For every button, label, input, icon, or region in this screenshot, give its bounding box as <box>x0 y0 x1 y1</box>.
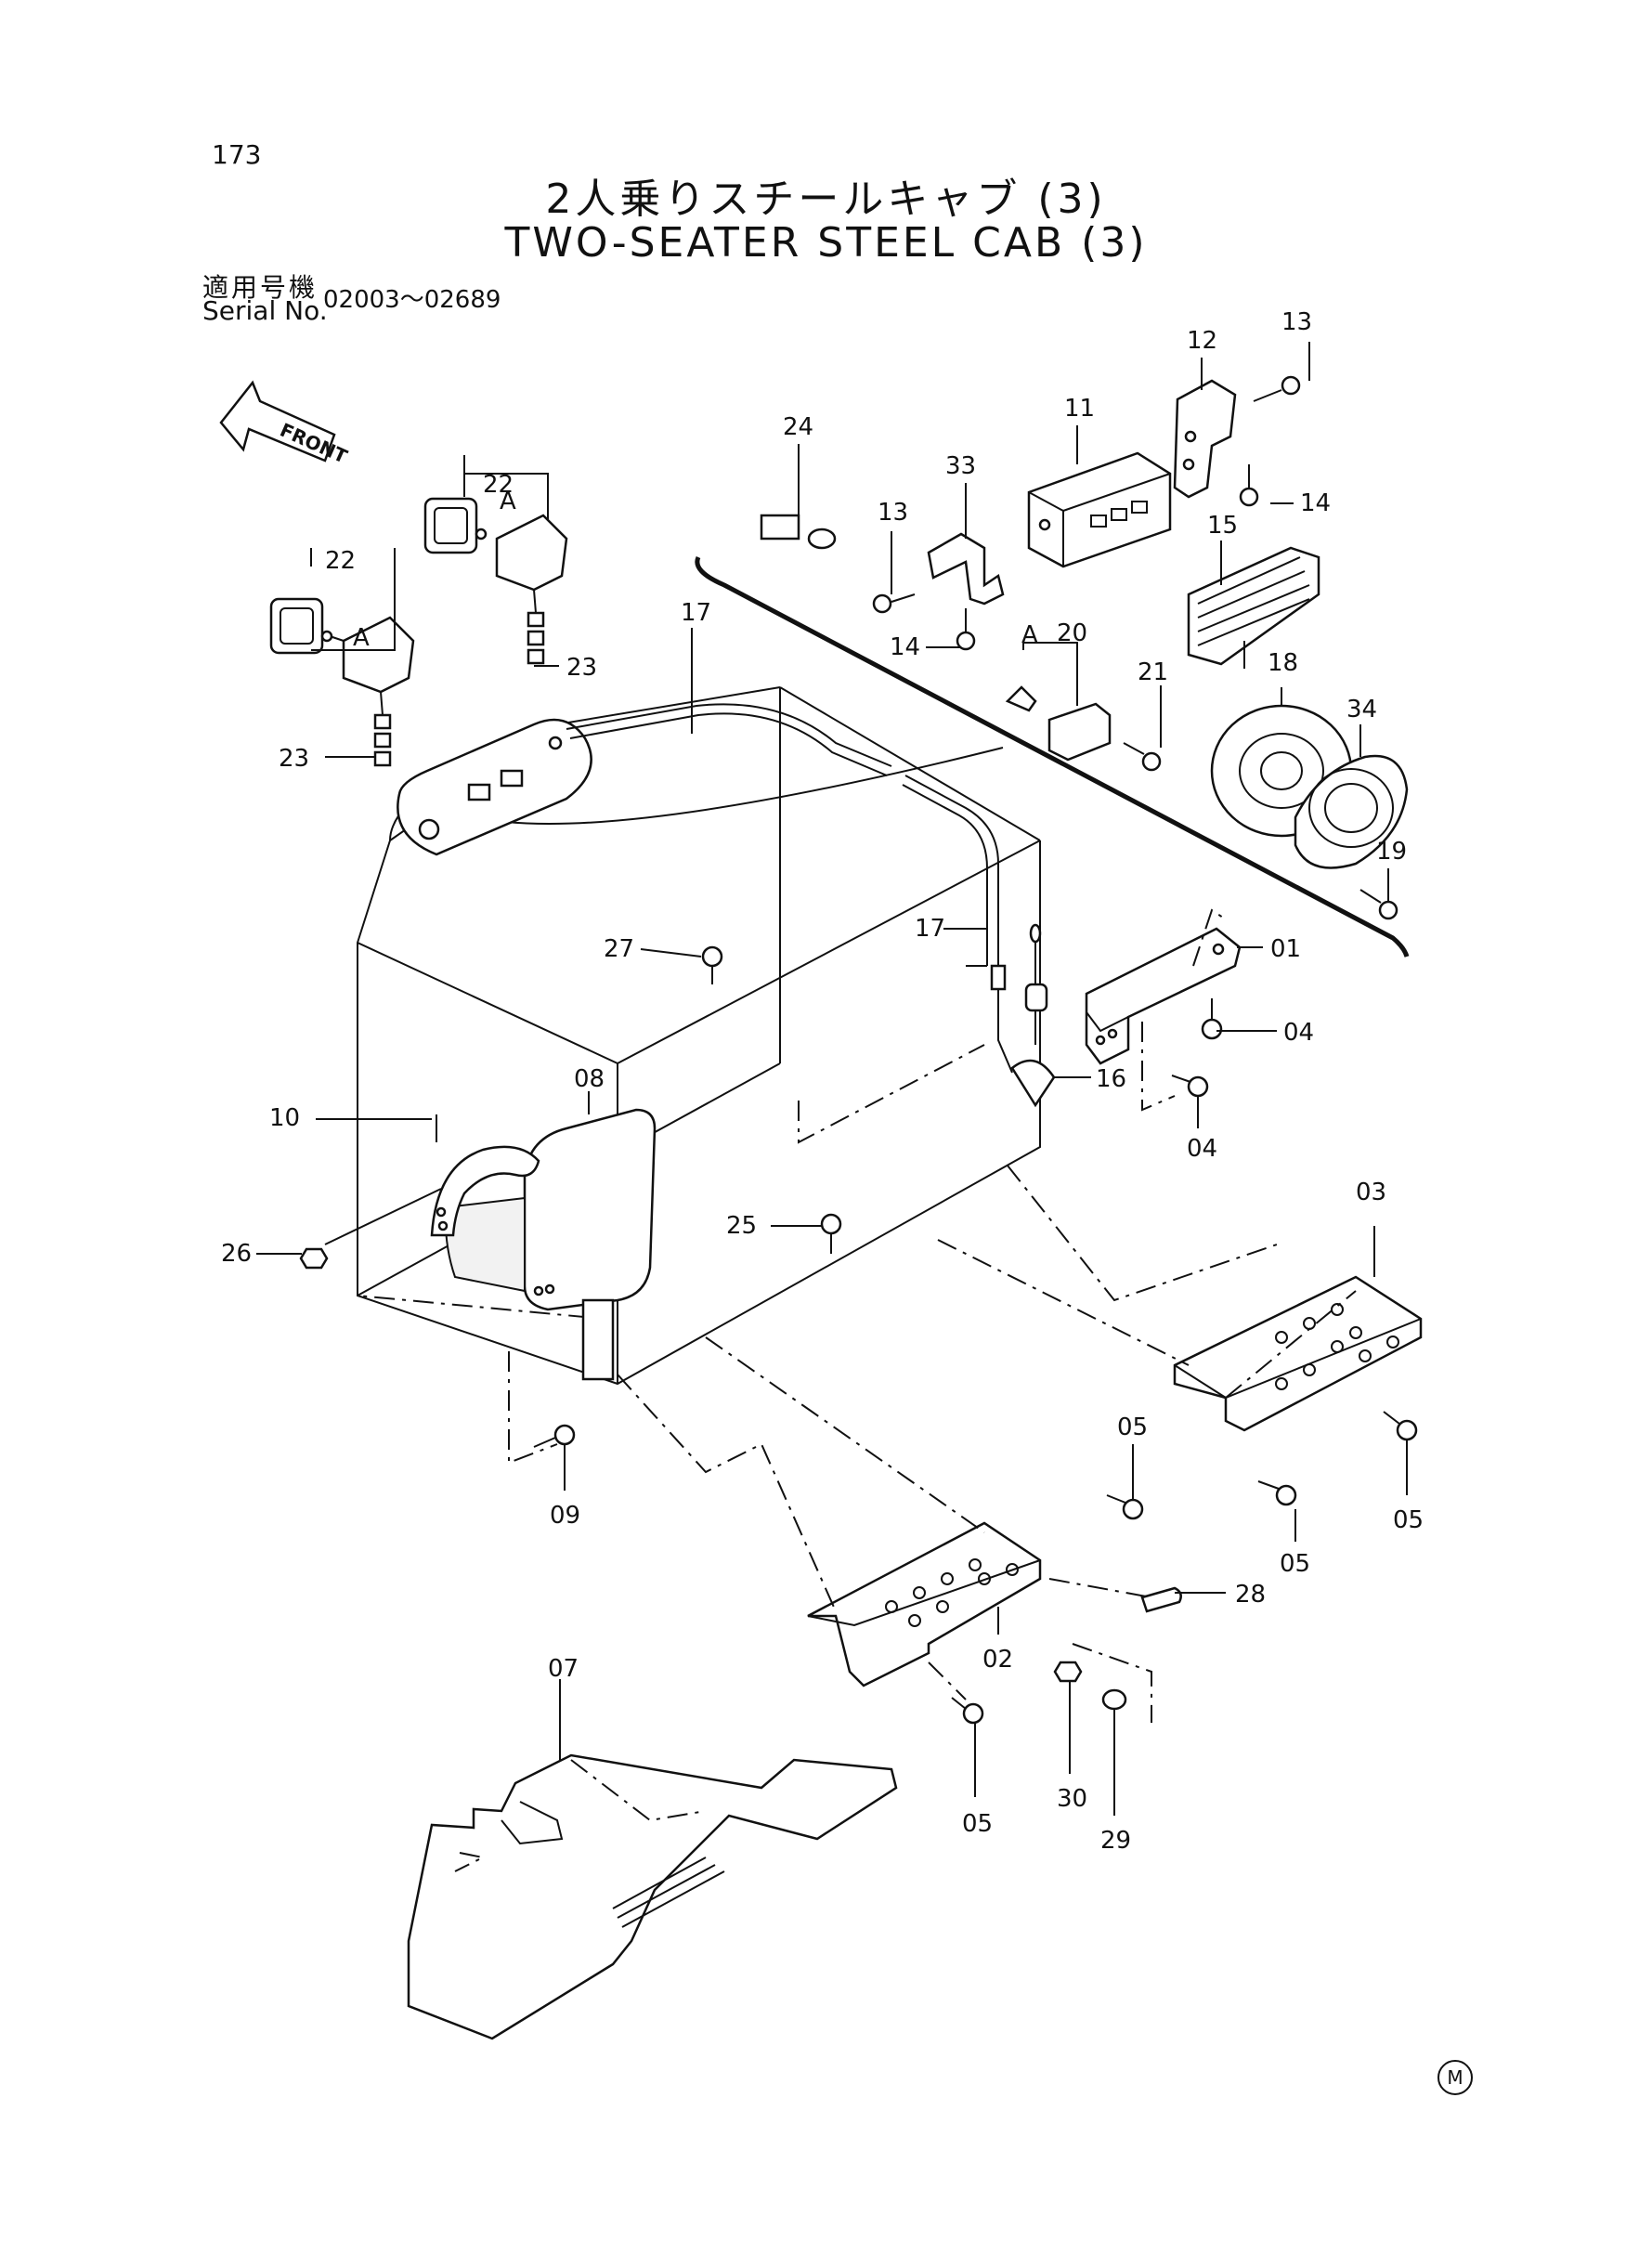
callout-05: 05 <box>962 1810 993 1838</box>
mounting-bracket-03 <box>1173 1275 1423 1432</box>
front-arrow-icon: FRONT <box>219 380 351 468</box>
callout-29: 29 <box>1100 1827 1131 1855</box>
callout-18: 18 <box>1268 649 1298 677</box>
page-number: 173 <box>212 139 262 170</box>
callout-02: 02 <box>982 1646 1013 1674</box>
grab-handle <box>430 1145 540 1237</box>
radio-bracket-right <box>1173 379 1237 499</box>
callout-20: 20 <box>1057 619 1087 647</box>
callout-04: 04 <box>1283 1019 1314 1047</box>
callout-labels: 13 12 11 33 24 13 14 15 A 20 21 18 34 19… <box>221 308 1424 1855</box>
callout-17: 17 <box>681 599 711 627</box>
speaker-cover <box>1187 546 1320 666</box>
detail-marker-a: A <box>353 624 370 652</box>
callout-15: 15 <box>1207 512 1238 540</box>
callout-08: 08 <box>574 1065 605 1093</box>
callout-33: 33 <box>945 452 976 480</box>
wire-harness-lower <box>904 775 999 966</box>
callout-16: 16 <box>1096 1065 1126 1093</box>
speaker-grille <box>1294 754 1409 869</box>
floor-mat <box>407 1753 898 2040</box>
callout-03: 03 <box>1356 1179 1386 1206</box>
callout-13: 13 <box>878 499 908 527</box>
mounting-bracket-02 <box>807 1521 1042 1687</box>
callout-04: 04 <box>1187 1135 1217 1163</box>
radio-bracket-left <box>927 532 1005 606</box>
callout-23: 23 <box>279 745 309 773</box>
callout-21: 21 <box>1138 658 1168 686</box>
callout-07: 07 <box>548 1655 579 1683</box>
leader-lines <box>256 342 1408 1816</box>
phantom-lines <box>508 1165 1278 1723</box>
callout-26: 26 <box>221 1240 252 1268</box>
manufacturer-mark: M <box>1437 2060 1473 2095</box>
bolt-icon <box>299 375 1418 1725</box>
wire-harness-upper <box>566 703 892 767</box>
callout-34: 34 <box>1346 696 1377 723</box>
connector-plug <box>760 514 837 550</box>
light-switch <box>1005 685 1112 762</box>
work-light-left <box>269 597 415 767</box>
callout-28: 28 <box>1235 1581 1266 1609</box>
radio-unit <box>1027 451 1172 568</box>
callout-23: 23 <box>566 654 597 682</box>
callout-13: 13 <box>1281 308 1312 336</box>
seat-back <box>444 1108 657 1381</box>
page-title-japanese: 2人乗りスチールキャブ (3) <box>545 176 1107 223</box>
callout-09: 09 <box>550 1502 580 1530</box>
serial-label-japanese: 適用号機 <box>202 272 319 303</box>
callout-30: 30 <box>1057 1785 1087 1813</box>
section-divider <box>695 555 1410 958</box>
callout-14: 14 <box>890 633 920 661</box>
page-title-english: TWO-SEATER STEEL CAB (3) <box>504 219 1148 267</box>
callout-19: 19 <box>1376 838 1407 866</box>
switch-panel <box>397 718 592 856</box>
serial-range: 02003～02689 <box>323 286 501 314</box>
detail-marker-a: A <box>500 488 516 515</box>
callout-25: 25 <box>726 1212 757 1240</box>
callout-22: 22 <box>483 471 514 499</box>
antenna-bracket <box>1085 908 1242 1112</box>
callout-22: 22 <box>325 547 356 575</box>
callout-14: 14 <box>1300 489 1331 517</box>
callout-27: 27 <box>604 935 634 963</box>
antenna <box>1010 923 1056 1108</box>
callout-11: 11 <box>1064 395 1095 423</box>
callout-24: 24 <box>783 413 813 441</box>
work-light-right <box>423 497 568 665</box>
callout-01: 01 <box>1270 935 1301 963</box>
callout-05: 05 <box>1393 1506 1424 1534</box>
callout-10: 10 <box>269 1104 300 1132</box>
detail-marker-a: A <box>1021 621 1038 649</box>
callout-05: 05 <box>1117 1414 1148 1441</box>
callout-17: 17 <box>915 915 945 943</box>
callout-05: 05 <box>1280 1550 1310 1578</box>
callout-12: 12 <box>1187 327 1217 355</box>
serial-label-english: Serial No. <box>202 295 328 326</box>
